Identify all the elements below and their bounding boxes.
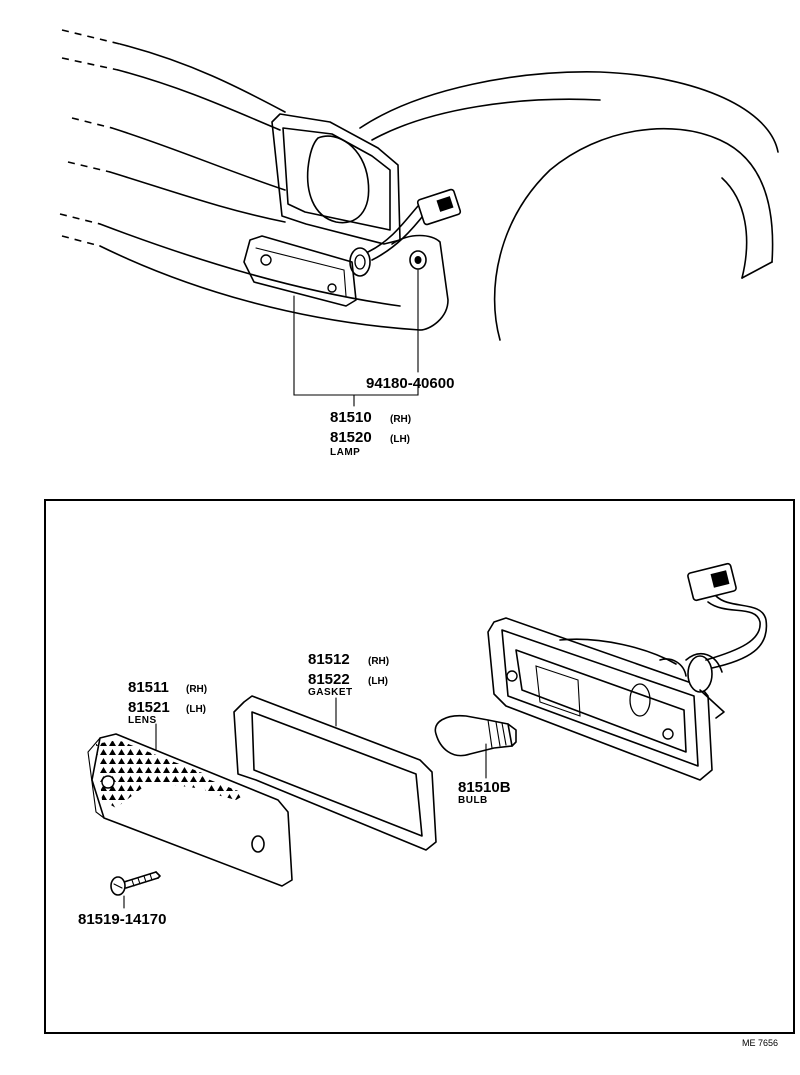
lamp-lh-side: (LH) — [390, 434, 410, 445]
gasket-rh-part-number: 81512 — [308, 651, 350, 668]
lamp-rh-side: (RH) — [390, 414, 411, 425]
lens-name-label: LENS — [128, 715, 157, 726]
detail-leader-lines — [123, 697, 487, 909]
lens-rh-side: (RH) — [186, 684, 207, 695]
fastener-nut — [409, 250, 427, 270]
gasket-lh-side: (LH) — [368, 676, 388, 687]
lens-lh-side: (LH) — [186, 704, 206, 715]
lens-lh-part-number: 81521 — [128, 699, 170, 716]
lamp-name-label: LAMP — [330, 447, 360, 458]
vehicle-body-illustration — [59, 29, 779, 341]
exploded-view-frame — [44, 499, 795, 1034]
bulb-part — [434, 714, 517, 757]
gasket-rh-side: (RH) — [368, 656, 389, 667]
screw-part — [110, 871, 161, 896]
lens-part — [87, 733, 293, 887]
lens-rh-part-number: 81511 — [128, 679, 169, 696]
gasket-part — [233, 695, 437, 851]
fastener-part-number: 94180-40600 — [366, 375, 454, 392]
bulb-name-label: BULB — [458, 795, 488, 806]
lamp-rh-part-number: 81510 — [330, 409, 372, 426]
lamp-housing-part — [487, 562, 768, 781]
screw-part-number: 81519-14170 — [78, 911, 166, 928]
drawing-code: ME 7656 — [742, 1038, 778, 1048]
gasket-name-label: GASKET — [308, 687, 353, 698]
bulb-part-number: 81510B — [458, 779, 511, 796]
lamp-lh-part-number: 81520 — [330, 429, 372, 446]
gasket-lh-part-number: 81522 — [308, 671, 350, 688]
lamp-assembly-installed — [243, 188, 462, 307]
assembly-leader-lines — [293, 269, 419, 407]
